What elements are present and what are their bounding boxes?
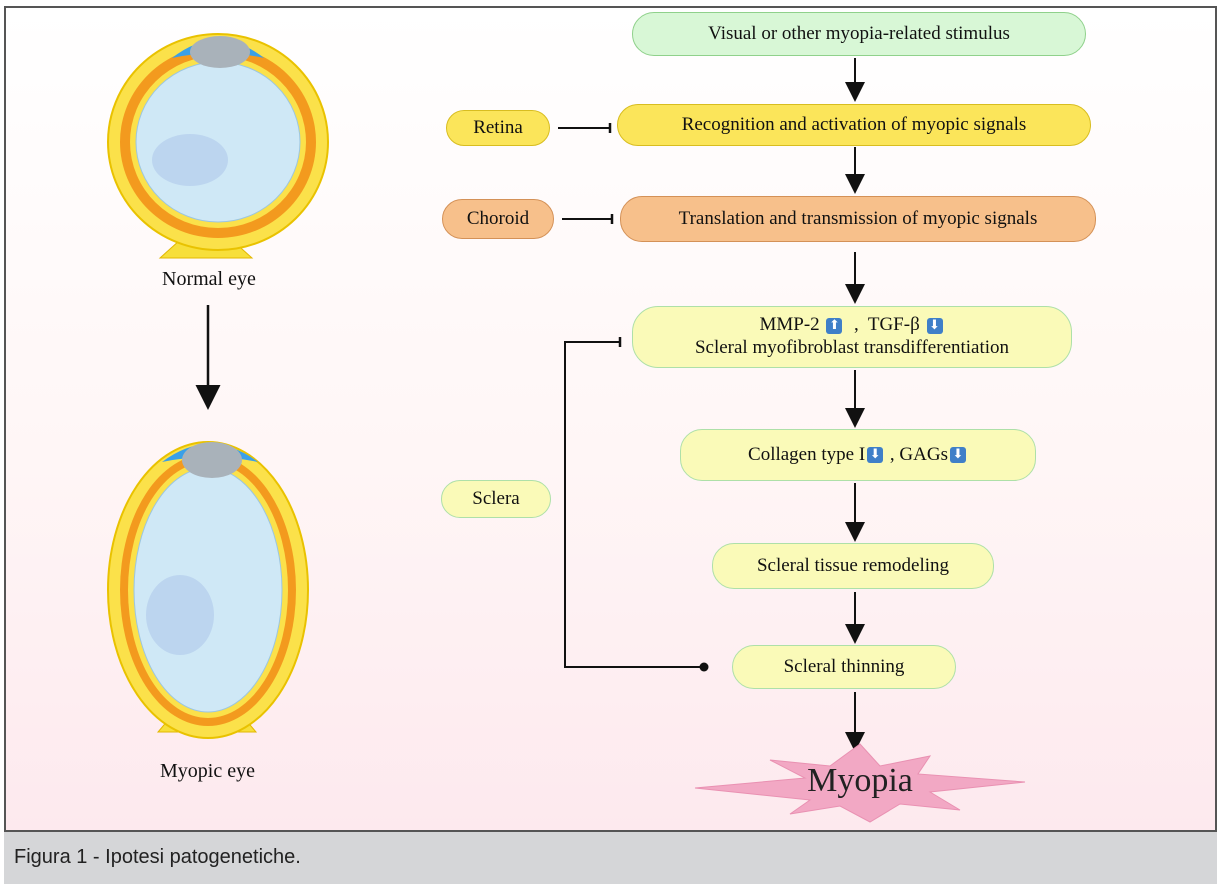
- translation-step: Translation and transmission of myopic s…: [620, 196, 1096, 242]
- remodeling-step: Scleral tissue remodeling: [712, 543, 994, 589]
- up-arrow-icon: ⬆: [826, 318, 843, 335]
- myopic-eye-label: Myopic eye: [160, 760, 255, 782]
- separator: ,: [853, 314, 859, 336]
- down-arrow-icon: ⬇: [867, 447, 884, 463]
- choroid-connector: [562, 214, 614, 224]
- sclera-tissue-box: Sclera: [441, 480, 551, 518]
- mmp2-label: MMP-2: [759, 314, 820, 336]
- retina-tissue-box: Retina: [446, 110, 550, 146]
- figure-caption: Figura 1 - Ipotesi patogenetiche.: [4, 832, 1217, 884]
- collagen-gags-step: Collagen type I ⬇ , GAGs ⬇: [680, 429, 1036, 481]
- normal-eye-label: Normal eye: [162, 268, 256, 290]
- down-arrow-icon: ⬇: [949, 447, 966, 463]
- mmp-tgf-line: MMP-2 ⬆ , TGF-β ⬇: [760, 314, 945, 337]
- recognition-step: Recognition and activation of myopic sig…: [617, 104, 1091, 146]
- retina-connector: [558, 123, 612, 133]
- collagen-label: Collagen type I: [748, 443, 866, 465]
- transdifferentiation-label: Scleral myofibroblast transdifferentiati…: [694, 337, 1010, 358]
- tgfb-label: TGF-β: [867, 314, 920, 336]
- down-arrow-icon: ⬇: [926, 318, 943, 335]
- thinning-step: Scleral thinning: [732, 645, 956, 689]
- transdifferentiation-step: MMP-2 ⬆ , TGF-β ⬇ Scleral myofibroblast …: [632, 306, 1072, 368]
- choroid-tissue-box: Choroid: [442, 199, 554, 239]
- separator: ,: [889, 443, 895, 465]
- stimulus-step: Visual or other myopia-related stimulus: [632, 12, 1086, 56]
- myopia-starburst: [694, 743, 1026, 823]
- feedback-loop-connector: [564, 337, 709, 672]
- gags-label: GAGs: [899, 443, 948, 465]
- myopia-label: Myopia: [807, 762, 913, 799]
- normal-eye-illustration: [107, 33, 329, 259]
- myopic-eye-illustration: [107, 441, 309, 739]
